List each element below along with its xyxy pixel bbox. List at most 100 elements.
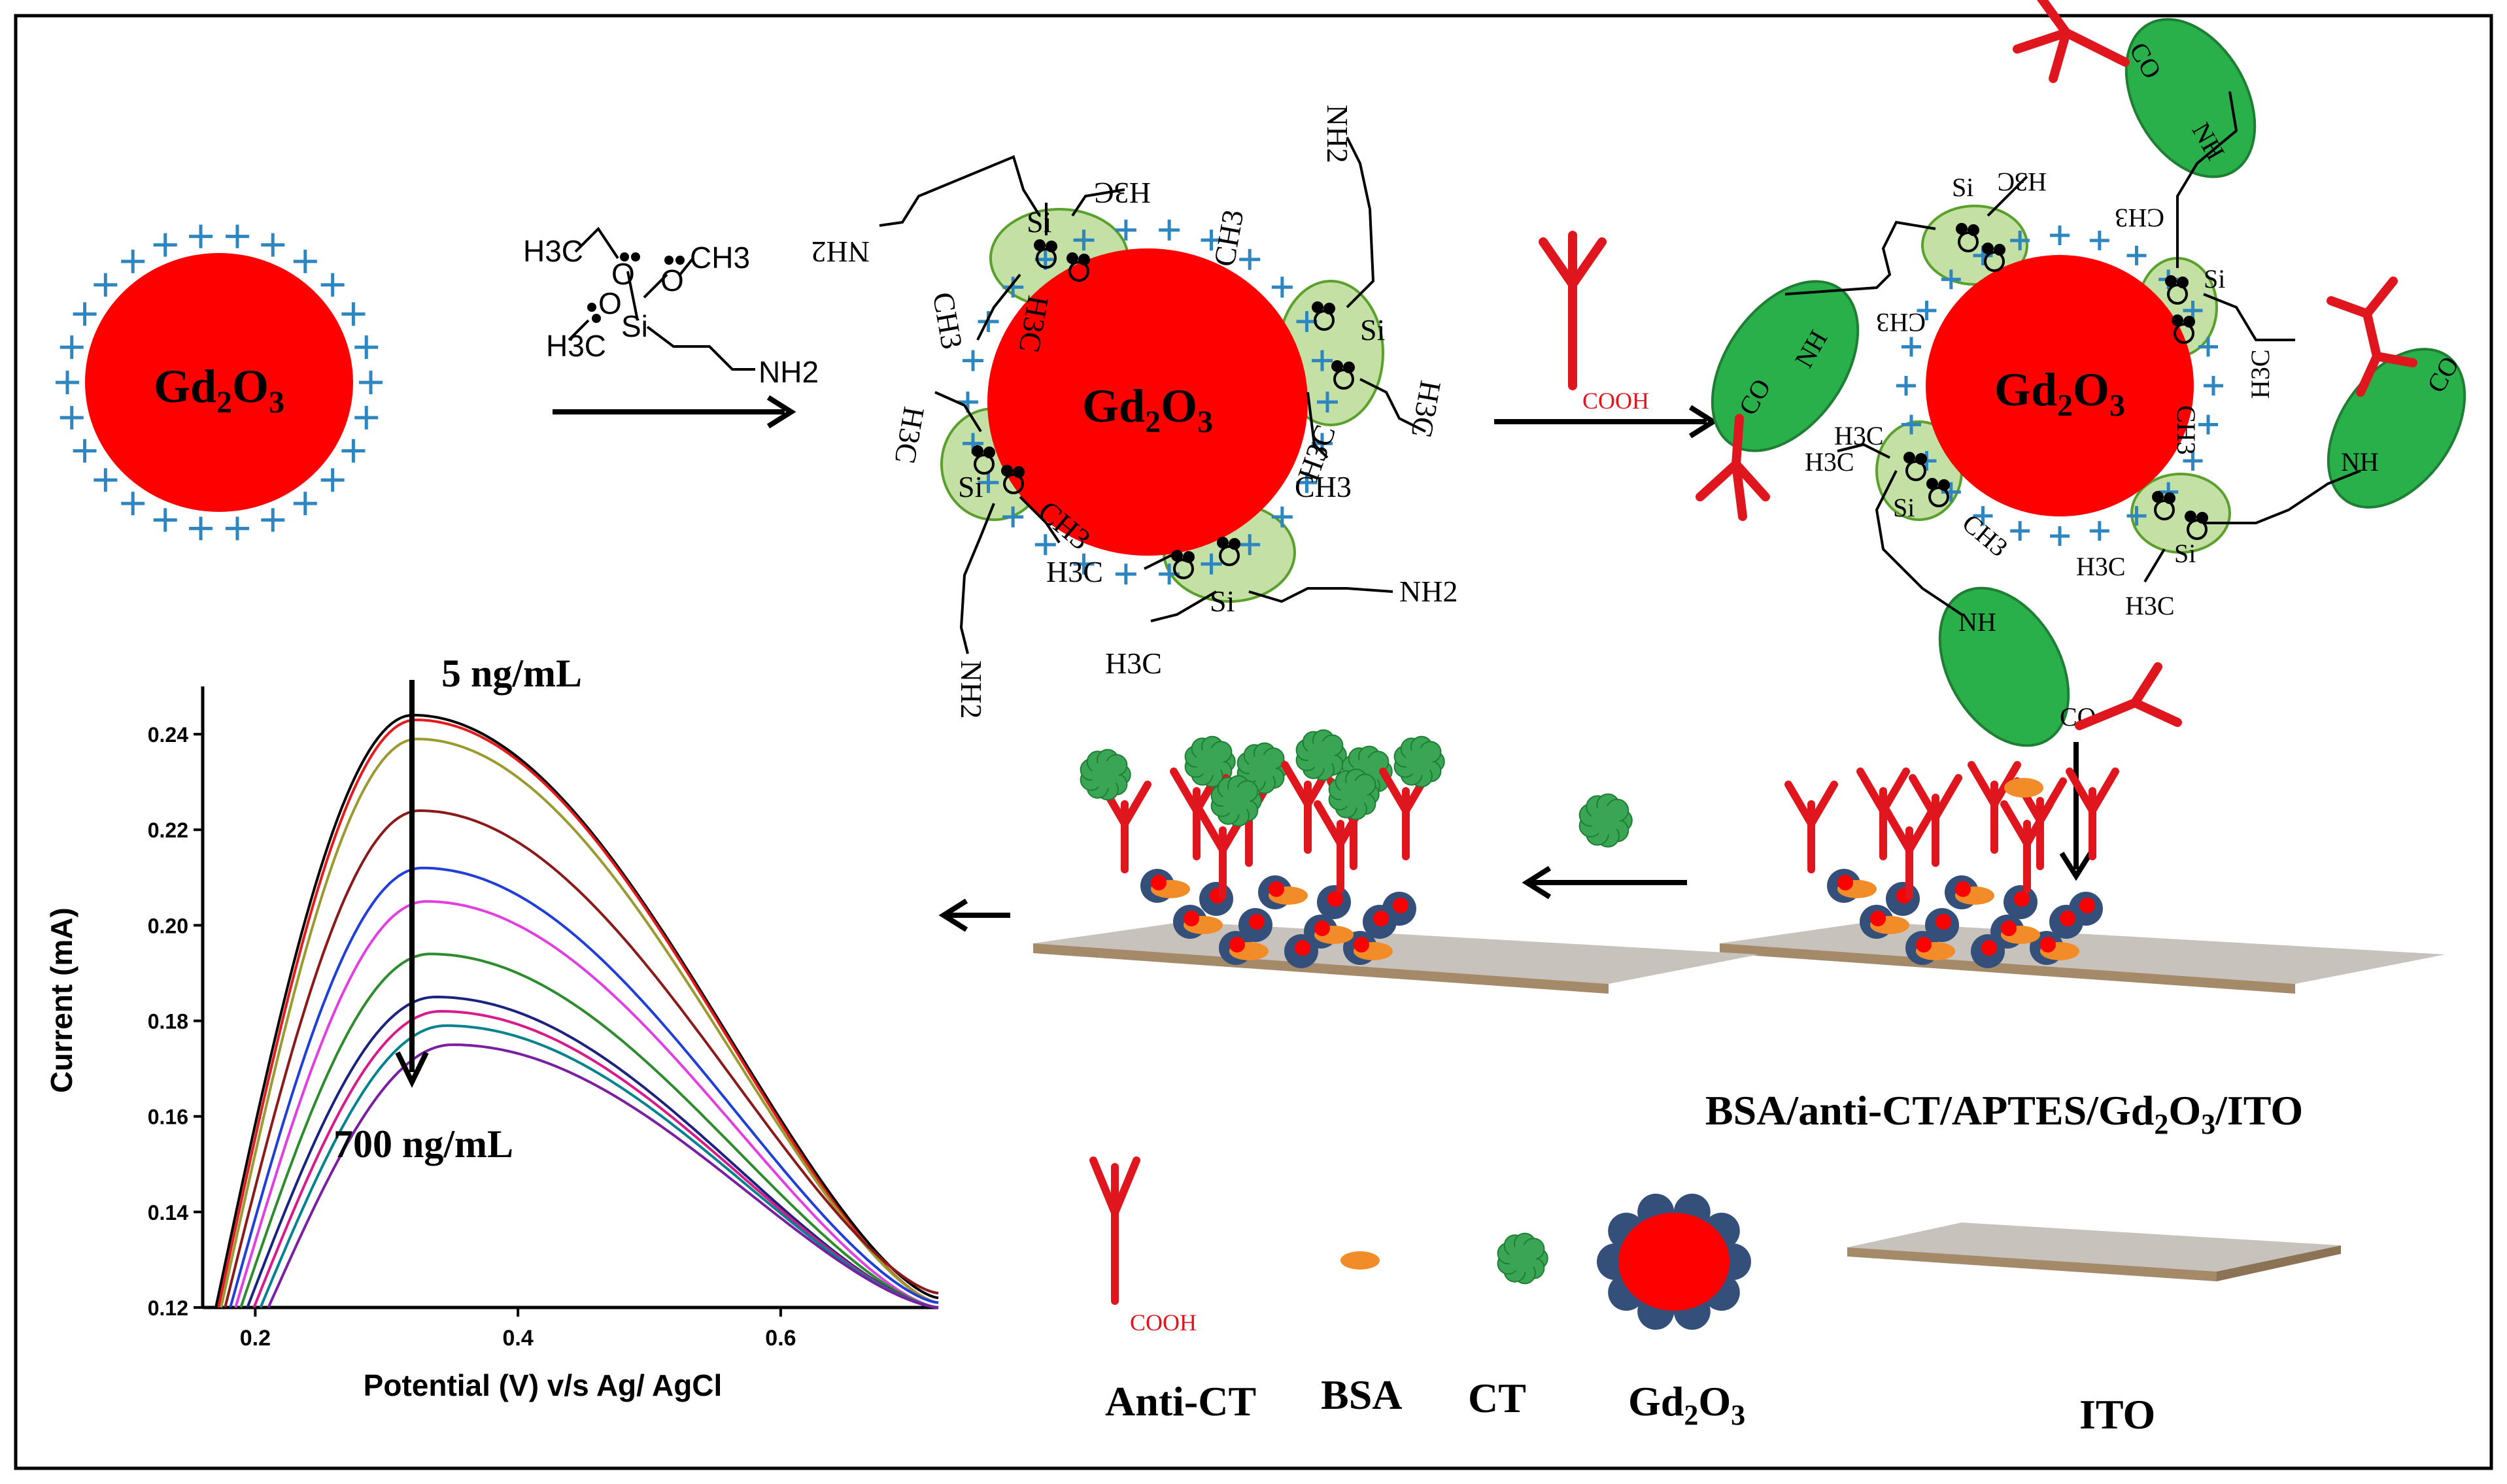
- ct-core: [1091, 761, 1119, 788]
- aptes-si: Si: [1210, 584, 1235, 618]
- ct-core: [1307, 741, 1335, 769]
- ct-core: [1222, 787, 1250, 815]
- plus-sign: [121, 249, 145, 273]
- plus-sign: [978, 311, 999, 332]
- dot: [1171, 550, 1183, 562]
- plus-sign: [225, 516, 249, 541]
- linker-ellipse: [1938, 586, 2070, 747]
- legend-gd2o3-icon: [1597, 1193, 1751, 1330]
- plus-sign: [2010, 521, 2030, 541]
- dot: [1926, 478, 1938, 490]
- legend-anti-ct: Anti-CT: [1105, 1378, 1256, 1425]
- aptes-ch3: CH3: [2115, 203, 2164, 233]
- dpv-curve-6: [234, 900, 939, 1309]
- oxygen-ring: [1905, 460, 1926, 481]
- aptes-ch3: CH3: [1295, 470, 1352, 503]
- legend: COOH Anti-CT BSA CT Gd2O3 ITO: [1089, 1156, 2341, 1438]
- plus-sign: [1296, 472, 1318, 494]
- plus-sign: [1159, 219, 1180, 241]
- aptes-nh2: NH2: [1321, 105, 1354, 163]
- gd-core-dot: [1249, 914, 1265, 930]
- plus-sign: [2126, 245, 2147, 265]
- dot: [2172, 314, 2183, 326]
- oxygen-ring: [1173, 558, 1194, 579]
- legend-bsa: BSA: [1321, 1372, 1403, 1418]
- linker-ellipse: [1711, 280, 1860, 452]
- bare-gd2o3-particle: Gd2O3: [56, 224, 383, 541]
- plus-sign: [341, 439, 366, 463]
- plus-sign: [1002, 277, 1024, 298]
- aptes-h3c: H3C: [1094, 177, 1151, 210]
- arrow-head-4: [1522, 866, 1552, 900]
- plus-sign: [94, 468, 118, 492]
- plus-sign: [1271, 277, 1293, 298]
- legend-ct-icon: [1497, 1232, 1548, 1285]
- aptes-ch3: CH3: [2172, 405, 2201, 455]
- plus-sign: [1002, 506, 1024, 528]
- gd-core-dot: [2040, 937, 2056, 953]
- antibody: [1856, 767, 1910, 860]
- gd-core: [1618, 1213, 1730, 1311]
- plus-sign: [261, 233, 285, 257]
- aptes-h3c: H3C: [1046, 555, 1103, 588]
- ct-core: [1509, 1245, 1536, 1272]
- oxygen-ring: [1984, 251, 2005, 272]
- gd-core-dot: [1981, 940, 1997, 956]
- dpv-curve-8: [246, 995, 939, 1309]
- ito-slab: [1720, 922, 2446, 984]
- plus-sign: [73, 439, 97, 463]
- plus-sign: [1317, 392, 1338, 413]
- ct-molecule: [1578, 793, 1633, 848]
- plus-sign: [2089, 230, 2109, 250]
- dot: [1312, 301, 1323, 313]
- oxygen-ring: [2187, 519, 2208, 540]
- dot: [2165, 275, 2177, 287]
- particle-label-2: Gd2O3: [1082, 380, 1213, 439]
- gd-core-dot: [1393, 898, 1408, 913]
- x-tick-label: 0.2: [240, 1326, 271, 1351]
- plus-sign: [2126, 506, 2147, 526]
- dot: [1034, 239, 1046, 251]
- plus-sign: [60, 405, 84, 430]
- plus-sign: [1941, 482, 1961, 502]
- plus-sign: [1917, 301, 1937, 320]
- amide-nh: NH: [2341, 447, 2379, 477]
- legend-ct: CT: [1468, 1375, 1526, 1421]
- cooh-label-reagent: COOH: [1582, 388, 1649, 414]
- ct-core: [1248, 754, 1276, 782]
- gd-core-dot: [1314, 920, 1330, 936]
- oxygen-ring: [1003, 473, 1024, 494]
- ito-edge: [1033, 943, 1609, 994]
- plus-sign: [1896, 376, 1916, 396]
- plus-sign: [1271, 506, 1293, 528]
- antibody: [2066, 767, 2119, 860]
- dpv-curve-3: [220, 737, 939, 1308]
- aptes-nh2: NH2: [1399, 575, 1458, 608]
- plus-sign: [2010, 230, 2030, 250]
- plus-sign: [2204, 376, 2223, 396]
- plus-sign: [2050, 226, 2070, 245]
- positive-charge-ring: [957, 219, 1338, 585]
- ct-core: [1591, 806, 1620, 835]
- oxygen-ring: [2154, 499, 2175, 520]
- plus-sign: [56, 371, 79, 394]
- plus-sign: [1312, 350, 1333, 371]
- dot: [2152, 491, 2164, 503]
- gd-core-dot: [1229, 937, 1245, 953]
- plus-sign: [1201, 229, 1222, 251]
- oxygen-ring: [1958, 231, 1979, 252]
- dpv-curve-2: [217, 718, 939, 1308]
- lone-pair-dots: [1903, 223, 2208, 540]
- plus-sign: [1115, 219, 1136, 241]
- conjugated-antibodies: [1696, 0, 2417, 730]
- linker-ellipse: [2124, 18, 2257, 178]
- plus-sign: [2089, 521, 2109, 541]
- dot: [1956, 223, 1968, 235]
- si-label: Si: [2204, 264, 2225, 294]
- oxygen-ring: [1928, 486, 1949, 507]
- oxygen-ring: [1036, 248, 1057, 269]
- aptes-h3c: H3C: [1105, 647, 1162, 680]
- gd-core-dot: [2014, 891, 2030, 907]
- plus-sign: [1034, 534, 1056, 556]
